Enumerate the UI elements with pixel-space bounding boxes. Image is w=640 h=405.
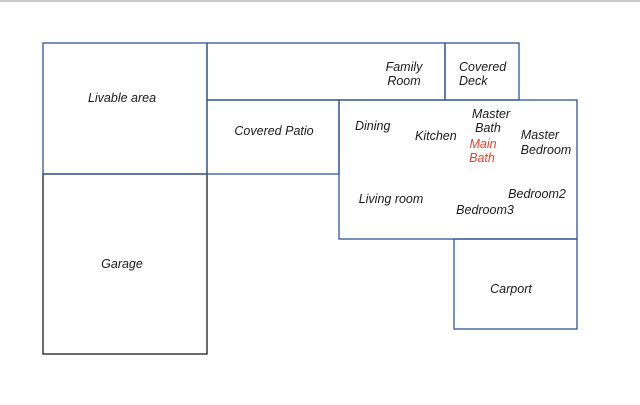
livable-area-outline — [42, 42, 208, 175]
main-bath-label-line2: Bath — [469, 151, 495, 165]
dining-label: Dining — [355, 119, 390, 133]
kitchen-label: Kitchen — [415, 129, 457, 143]
covered-patio-label: Covered Patio — [234, 124, 313, 138]
master-bedroom-label-line2: Bedroom — [521, 143, 572, 157]
covered-deck-label-line1: Covered — [459, 60, 507, 74]
main-bath-label-line1: Main — [469, 137, 496, 151]
master-bath-label-line2: Bath — [475, 121, 501, 135]
garage-label: Garage — [101, 257, 143, 271]
master-bath-label-line1: Master — [472, 107, 511, 121]
covered-deck-label-line2: Deck — [459, 74, 488, 88]
family-room-label-line2: Room — [387, 74, 420, 88]
carport-label: Carport — [490, 282, 532, 296]
living-room-label: Living room — [359, 192, 424, 206]
carport-outline — [453, 238, 578, 330]
bedroom3-label: Bedroom3 — [456, 203, 514, 217]
livable-area-label: Livable area — [88, 91, 156, 105]
family-room-label-line1: Family — [386, 60, 424, 74]
top-border-line — [0, 0, 640, 2]
master-bedroom-label-line1: Master — [521, 128, 560, 142]
bedroom2-label: Bedroom2 — [508, 187, 566, 201]
